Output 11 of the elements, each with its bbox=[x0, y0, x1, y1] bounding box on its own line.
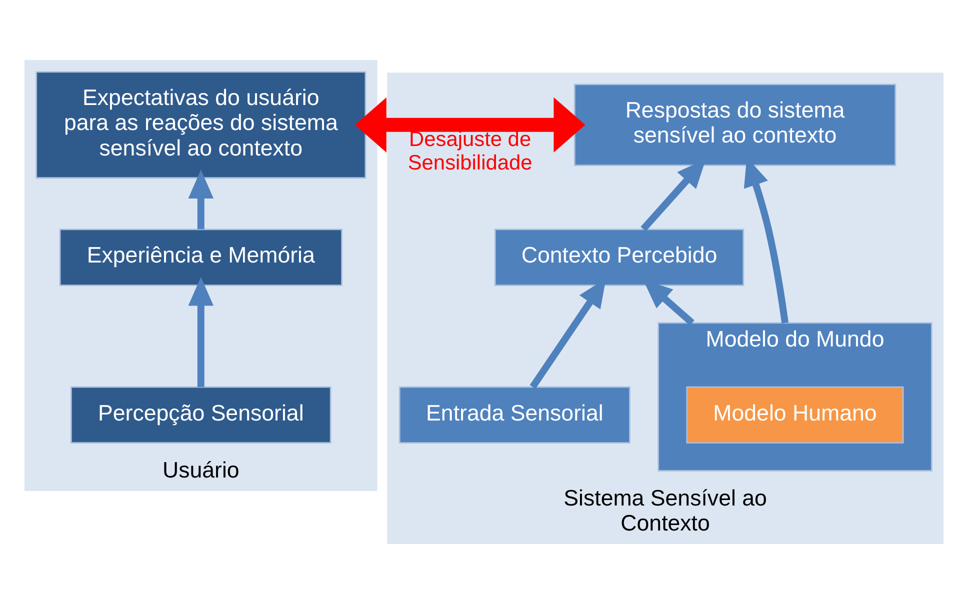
node-box: Experiência e Memória bbox=[59, 228, 342, 286]
node-box: Entrada Sensorial bbox=[398, 386, 630, 444]
edge-label: Desajuste de Sensibilidade bbox=[408, 127, 532, 174]
arrow bbox=[188, 276, 214, 386]
node-box: Respostas do sistema sensível ao contexto bbox=[574, 83, 896, 166]
node-box: Modelo Humano bbox=[686, 386, 904, 444]
arrow bbox=[188, 169, 214, 229]
arrow bbox=[354, 96, 586, 152]
node-box: Percepção Sensorial bbox=[70, 386, 332, 444]
node-box: Expectativas do usuário para as reações do sistema sensível ao contexto bbox=[36, 70, 366, 178]
node-box: Contexto Percebido bbox=[494, 228, 744, 286]
